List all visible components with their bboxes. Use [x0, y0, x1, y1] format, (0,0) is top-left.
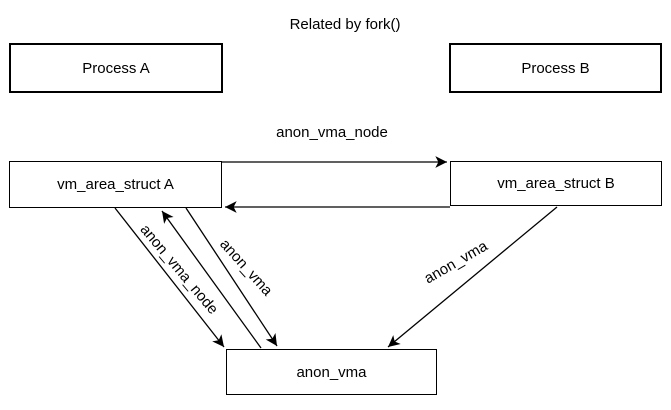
process-a-label: Process A	[82, 59, 150, 77]
process-b-label: Process B	[521, 59, 590, 77]
edge-anon-vma-a-up	[161, 210, 262, 349]
edge-anon-vma-node-diagonal	[114, 207, 225, 348]
edge-anon-vma-b	[387, 206, 558, 348]
process-b-box: Process B	[449, 43, 662, 93]
process-a-box: Process A	[9, 43, 223, 93]
vm-area-struct-a-label: vm_area_struct A	[57, 176, 174, 193]
vm-area-struct-a-box: vm_area_struct A	[9, 161, 222, 208]
vm-area-struct-b-box: vm_area_struct B	[450, 161, 662, 206]
diagram-title: Related by fork()	[289, 16, 401, 33]
vm-area-struct-b-label: vm_area_struct B	[497, 175, 615, 192]
anon-vma-label: anon_vma	[296, 363, 367, 381]
anon-vma-node-horizontal-label: anon_vma_node	[276, 124, 388, 141]
edge-anon-vma-a-down	[185, 207, 278, 347]
anon-vma-box: anon_vma	[226, 349, 437, 395]
